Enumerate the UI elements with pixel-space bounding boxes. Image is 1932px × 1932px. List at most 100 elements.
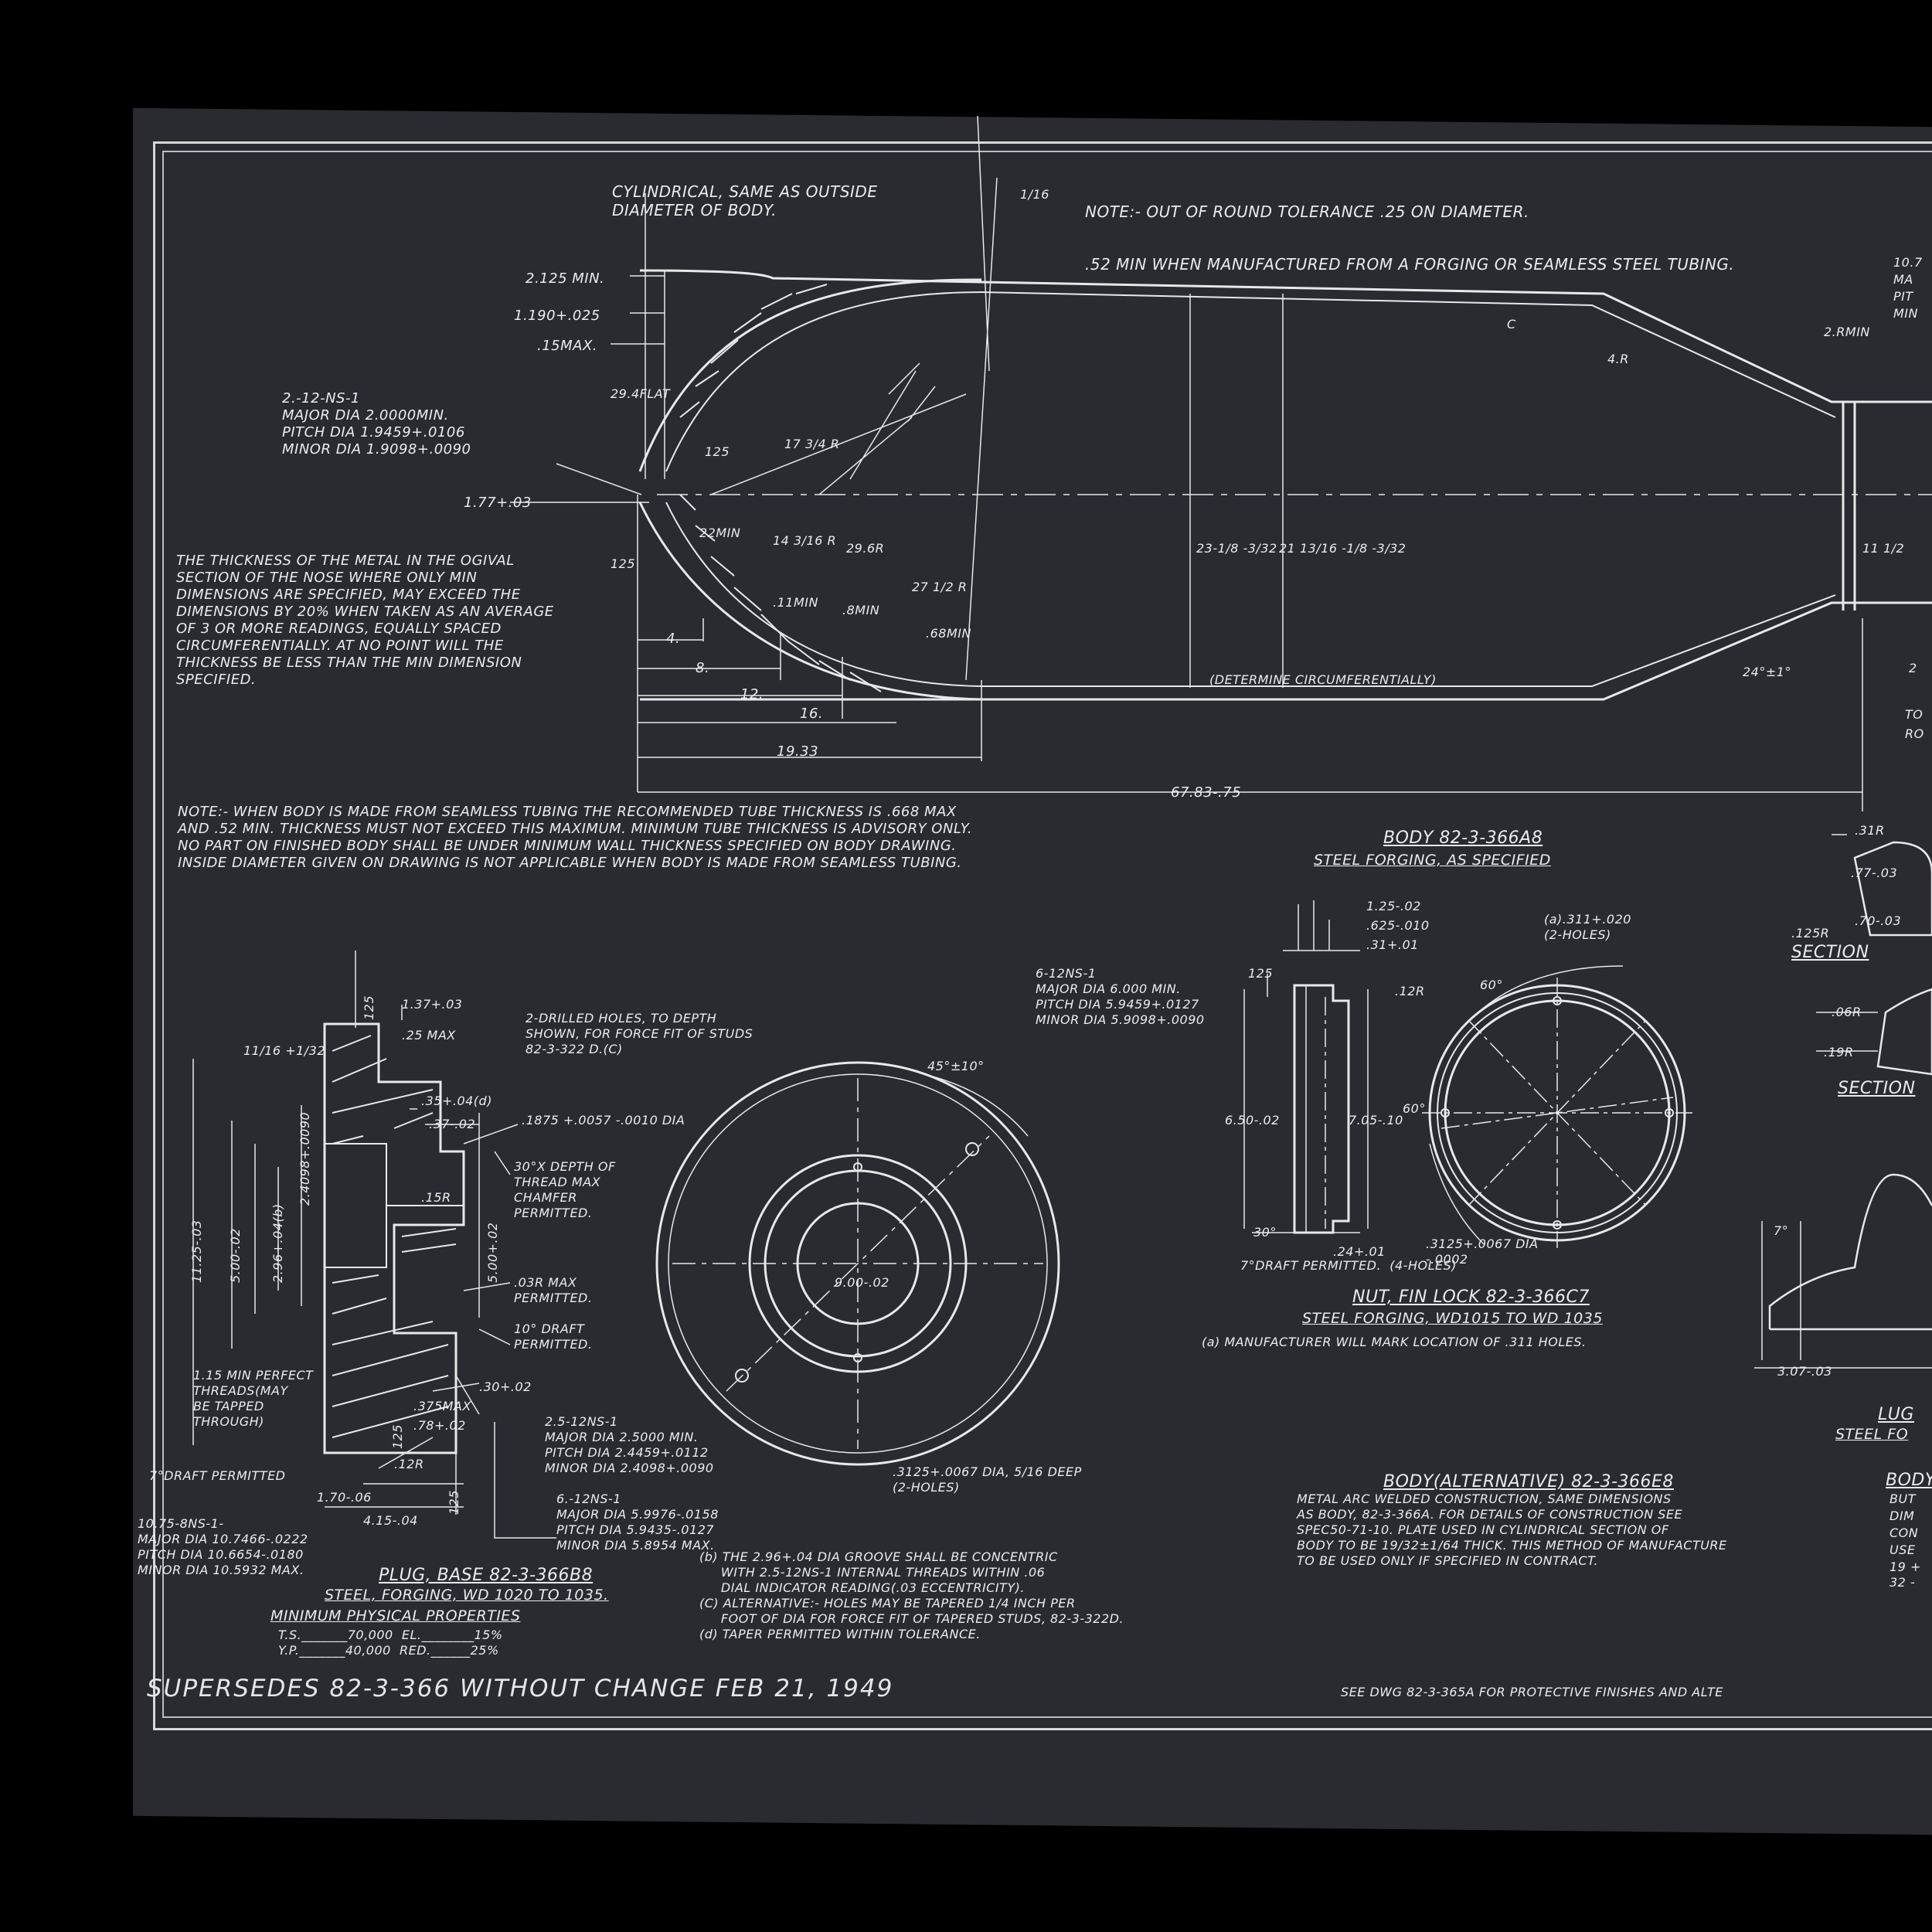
dim-70: .70-.03 (1855, 913, 1902, 928)
body-inner-top (981, 291, 1836, 418)
dim-but: BUT (1889, 1492, 1916, 1506)
dim-8: 8. (696, 660, 710, 676)
dim-17-3-4-r: 17 3/4 R (784, 437, 840, 451)
title-lug-sub: STEEL FO (1835, 1426, 1909, 1443)
radius-arcs (888, 362, 936, 422)
dim-125n: 1.25-.02 (1366, 899, 1421, 913)
title-props: MINIMUM PHYSICAL PROPERTIES (270, 1607, 521, 1624)
dim-pit: PIT (1893, 289, 1913, 304)
dim-77: .77-.03 (1851, 866, 1898, 880)
dim-6783: 67.83-.75 (1171, 784, 1242, 801)
note-chamfer: 30°X DEPTH OF THREAD MAX CHAMFER PERMITT… (514, 1159, 616, 1220)
dim-dim: DIM (1889, 1509, 1915, 1523)
ogive-inner-top (665, 291, 982, 472)
title-nut: NUT, FIN LOCK 82-3-366C7 (1352, 1287, 1590, 1307)
dim-125r: .125R (1791, 926, 1830, 940)
note-see-dwg: SEE DWG 82-3-365A FOR PROTECTIVE FINISHE… (1341, 1685, 1723, 1699)
dim-31: .31+.01 (1366, 937, 1419, 952)
dim-15max: .15MAX. (537, 338, 598, 354)
title-section-1: SECTION (1791, 943, 1869, 962)
nut-top-axes (1422, 978, 1692, 1248)
dim-177: 1.77+.03 (464, 495, 532, 511)
section-leader (1816, 834, 1878, 1052)
dim-c: C (1507, 317, 1516, 332)
plug-top-outer-inner (668, 1073, 1048, 1454)
plug-base-hatch (332, 1035, 457, 1438)
props-rows: T.S._______70,000 EL.________15% Y.P.___… (278, 1628, 503, 1658)
dim-to: TO (1905, 707, 1923, 722)
plug-top-arc (923, 1073, 1029, 1137)
note-thread-25: 2.5-12NS-1 MAJOR DIA 2.5000 MIN. PITCH D… (545, 1414, 714, 1475)
dim-19: 19 + 32 - (1889, 1560, 1921, 1590)
ogive-inner-bottom (665, 502, 982, 687)
dim-use: USE (1889, 1543, 1916, 1557)
dim-ma: MA (1893, 272, 1913, 287)
body-outer-outline-bottom (640, 601, 1932, 701)
dim-650: 6.50-.02 (1225, 1113, 1280, 1128)
note-alt-body: METAL ARC WELDED CONSTRUCTION, SAME DIME… (1297, 1492, 1727, 1568)
nut-dim-lines (1243, 900, 1369, 1233)
note-draft7-nut: 7°DRAFT PERMITTED. (4-HOLES) (1240, 1258, 1457, 1273)
dim-68min: .68MIN (926, 626, 971, 641)
lug-dims (1754, 1221, 1932, 1369)
plug-top-axes (672, 1078, 1043, 1449)
note-draft7-plug: 7°DRAFT PERMITTED (149, 1468, 286, 1483)
ogive-bottom (638, 502, 982, 701)
dim-125f: 125 (1248, 966, 1274, 981)
plug-top-hole-2 (735, 1369, 749, 1383)
body-base-opening (1842, 402, 1856, 611)
note-out-of-round: NOTE:- OUT OF ROUND TOLERANCE .25 ON DIA… (1085, 202, 1529, 221)
dim-2rmin: 2.RMIN (1824, 325, 1870, 339)
note-drilled: 2-DRILLED HOLES, TO DEPTH SHOWN, FOR FOR… (526, 1011, 753, 1056)
title-body-right: BODY (1886, 1471, 1932, 1490)
note-52-min: .52 MIN WHEN MANUFACTURED FROM A FORGING… (1085, 255, 1735, 274)
nut-hole-3 (1440, 1108, 1450, 1117)
title-body-sub: STEEL FORGING, AS SPECIFIED (1314, 852, 1551, 869)
dim-78: .78+.02 (413, 1418, 466, 1433)
dim-24deg: 24°±1° (1743, 665, 1791, 679)
nut-hole-1 (1553, 996, 1562, 1005)
title-section-2: SECTION (1838, 1079, 1916, 1098)
dim-60a: 60° (1480, 978, 1503, 992)
dim-11r: 11 1/2 (1862, 541, 1905, 556)
title-nut-sub: STEEL FORGING, WD1015 TO WD 1035 (1302, 1310, 1603, 1327)
note-mark: (a) MANUFACTURER WILL MARK LOCATION OF .… (1202, 1335, 1587, 1349)
dim-294-flat: 29.4FLAT (611, 386, 671, 401)
drawing-border (153, 141, 1932, 1730)
dim-45deg: 45°±10° (927, 1059, 985, 1073)
dim-30deg: 30° (1253, 1225, 1277, 1240)
title-plug: PLUG, BASE 82-3-366B8 (379, 1566, 594, 1585)
leader-lines-nose (510, 115, 998, 681)
dim-19r: .19R (1824, 1045, 1854, 1060)
note-thread-nose: 2.-12-NS-1 MAJOR DIA 2.0000MIN. PITCH DI… (282, 390, 471, 457)
dim-ro: RO (1905, 726, 1924, 741)
title-lug: LUG (1878, 1405, 1914, 1424)
dim-con: CON (1889, 1526, 1919, 1540)
plug-base-outline (323, 1022, 465, 1454)
section-detail-1 (1853, 841, 1932, 937)
note-r-max: .03R MAX PERMITTED. (514, 1275, 593, 1305)
dim-4r: 4.R (1607, 352, 1629, 366)
note-perfect-threads: 1.15 MIN PERFECT THREADS(MAY BE TAPPED T… (193, 1368, 314, 1429)
dim-23: 23-1/8 -3/32 (1196, 541, 1277, 556)
dim-125c: 125 (362, 995, 376, 1020)
dim-625: .625-.010 (1366, 918, 1430, 933)
dim-12rn: .12R (1395, 984, 1425, 998)
dim-2: 2 (1909, 661, 1917, 675)
plug-top-outer (655, 1061, 1060, 1466)
dim-12: 12. (740, 686, 764, 702)
dim-900: 9.00-.02 (835, 1275, 889, 1290)
dim-107: 10.7 (1893, 255, 1923, 270)
dim-21: 21 13/16 -1/8 -3/32 (1279, 541, 1406, 556)
body-outer-outline (639, 269, 1932, 403)
dim-11min: .11MIN (773, 595, 818, 610)
note-thread-base: 10.75-8NS-1- MAJOR DIA 10.7466-.0222 PIT… (138, 1516, 308, 1577)
nut-top-arc (1429, 965, 1624, 1245)
nut-hole-2 (1553, 1220, 1562, 1230)
dim-705: 7.05-.10 (1349, 1113, 1403, 1128)
dim-415: 4.15-.04 (363, 1513, 418, 1528)
dim-311: (a).311+.020 (2-HOLES) (1544, 912, 1631, 942)
dim-2125: 2.125 MIN. (526, 270, 605, 287)
dim-1933: 19.33 (777, 743, 819, 760)
